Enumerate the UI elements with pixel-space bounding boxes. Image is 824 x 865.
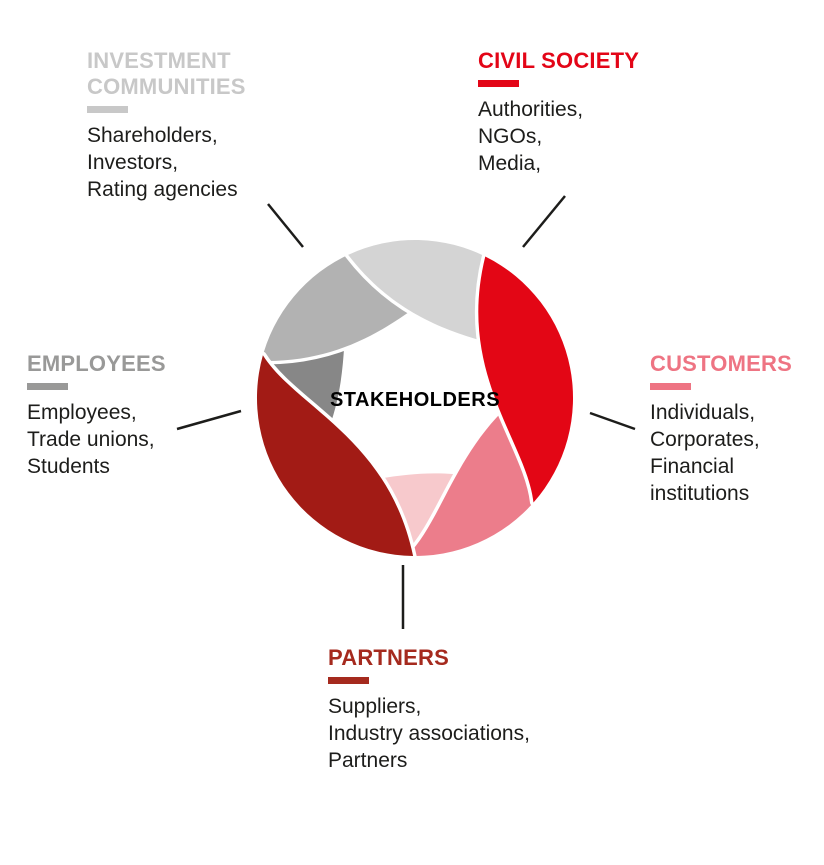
group-partners: PARTNERS Suppliers, Industry association… [328,645,608,774]
group-underline [87,106,128,113]
group-title: EMPLOYEES [27,351,166,376]
group-underline [27,383,68,390]
group-members: Shareholders, Investors, Rating agencies [87,124,238,201]
group-investment-communities: INVESTMENT COMMUNITIES Shareholders, Inv… [87,48,317,203]
group-members: Employees, Trade unions, Students [27,401,155,478]
group-members: Suppliers, Industry associations, Partne… [328,695,530,772]
connector-line-customers [589,411,636,431]
group-underline [478,80,519,87]
center-label: STAKEHOLDERS [329,389,501,411]
group-members: Authorities, NGOs, Media, [478,98,584,175]
group-title: CUSTOMERS [650,351,792,376]
group-underline [328,677,369,684]
group-underline [650,383,691,390]
group-customers: CUSTOMERS Individuals, Corporates, Finan… [650,351,820,507]
group-employees: EMPLOYEES Employees, Trade unions, Stude… [27,351,247,480]
group-title: INVESTMENT COMMUNITIES [87,48,246,99]
group-title: CIVIL SOCIETY [478,48,640,73]
group-members: Individuals, Corporates, Financial insti… [650,401,760,505]
group-civil-society: CIVIL SOCIETY Authorities, NGOs, Media, [478,48,708,177]
group-title: PARTNERS [328,645,449,670]
